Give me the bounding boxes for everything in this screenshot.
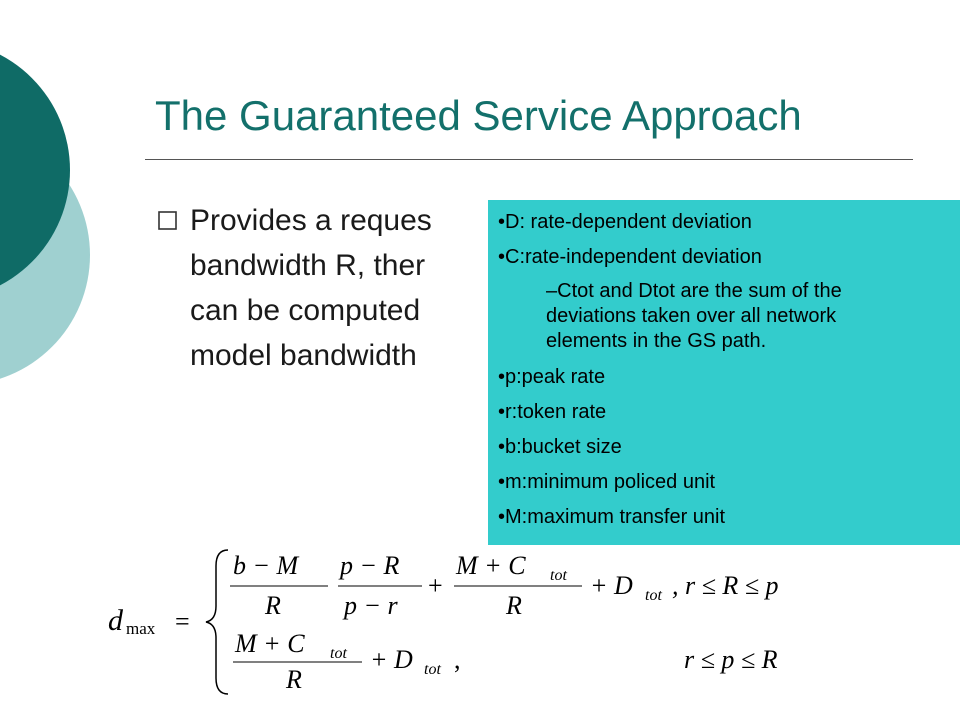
row2-comma: ,: [454, 645, 461, 674]
legend-item-big-m: •M:maximum transfer unit: [498, 506, 726, 528]
decorative-circles: [0, 54, 90, 379]
bullet-text: Provides a reques bandwidth R, ther can …: [190, 204, 432, 372]
row1-num3-sub: tot: [550, 567, 567, 584]
title-divider: [145, 159, 913, 160]
legend-item-r: •r:token rate: [498, 401, 607, 423]
row2-plus: + D: [370, 645, 413, 674]
legend-item-c: •C:rate-independent deviation: [498, 246, 762, 268]
square-bullet-icon: [158, 211, 177, 230]
formula-max: max: [126, 619, 156, 638]
dark-circle: [0, 54, 70, 286]
row2-num-sub: tot: [330, 645, 347, 662]
row1-condition: , r ≤ R ≤ p: [672, 571, 779, 600]
legend-sub-item-ctot-dtot: –Ctot and Dtot are the sum of the deviat…: [546, 280, 842, 352]
variable-legend-box: •D: rate-dependent deviation •C:rate-ind…: [488, 200, 960, 545]
row1-num1: b − M: [233, 551, 300, 580]
formula-d: d: [108, 604, 124, 637]
slide-title: The Guaranteed Service Approach: [155, 92, 802, 139]
row2-condition: r ≤ p ≤ R: [684, 645, 778, 674]
legend-item-m: •m:minimum policed unit: [498, 471, 716, 493]
legend-item-p: •p:peak rate: [498, 366, 606, 388]
row2-den: R: [285, 665, 302, 694]
row1-plus2: + D: [590, 571, 633, 600]
row1-plus2-sub: tot: [645, 587, 662, 604]
legend-item-b: •b:bucket size: [498, 436, 622, 458]
row1-plus1: +: [428, 571, 443, 600]
row2-plus-sub: tot: [424, 661, 441, 678]
legend-item-d: •D: rate-dependent deviation: [498, 211, 752, 233]
row1-num3: M + C: [455, 551, 526, 580]
row2-num: M + C: [234, 629, 305, 658]
row1-den1: R: [264, 591, 281, 620]
formula-equals: =: [175, 607, 190, 636]
row1-den2: p − r: [342, 591, 399, 620]
row1-den3: R: [505, 591, 522, 620]
formula-brace: [205, 549, 229, 695]
delay-formula: d max = b − M R p − R p − r + M + C tot …: [108, 549, 779, 695]
row1-num2: p − R: [338, 551, 400, 580]
